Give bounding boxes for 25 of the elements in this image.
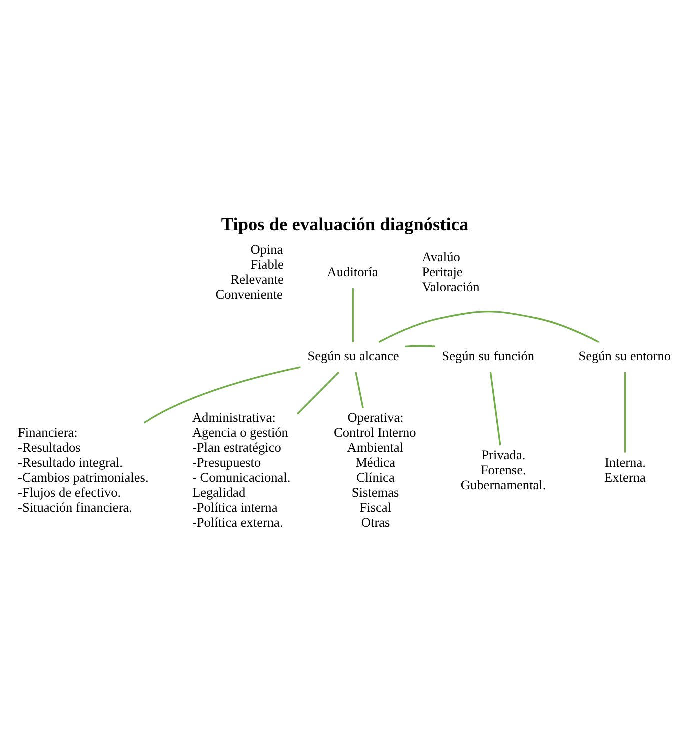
node-text: Privada. Forense. Gubernamental.: [460, 447, 546, 492]
node-text: Interna. Externa: [604, 454, 646, 485]
connector: [405, 344, 436, 348]
connector: [296, 371, 340, 414]
connector: [144, 366, 301, 424]
node-text: Según su función: [442, 348, 535, 364]
node-text: Administrativa: Agencia o gestión -Plan estratégico -Presupuesto - Comunicacional. Legalidad -Política interna -Política externa.: [192, 410, 291, 530]
node-text: Operativa: Control Interno Ambiental Médica Clínica Sistemas Fiscal Otras: [334, 410, 416, 530]
connector: [352, 288, 354, 342]
connector: [355, 372, 364, 408]
label: Conveniente: [216, 286, 283, 302]
label: Avalúo: [422, 248, 460, 264]
node-text: Según su entorno: [578, 348, 672, 364]
label: Opina: [250, 241, 284, 256]
label: Fiable: [250, 256, 284, 272]
connector: [490, 372, 502, 446]
label: Peritaje: [422, 264, 463, 279]
diagram-title: Tipos de evaluación diagnóstica: [221, 214, 469, 234]
node-text: Según su alcance: [308, 348, 400, 364]
label: Valoración: [422, 278, 480, 294]
connector: [378, 310, 600, 342]
node-text: Financiera: -Resultados -Resultado integral. -Cambios patrimoniales. -Flujos de efectivo. -Situación financiera.: [18, 424, 149, 515]
label: Relevante: [230, 271, 284, 286]
node-text: Auditoría: [327, 264, 378, 279]
connector: [624, 372, 626, 452]
